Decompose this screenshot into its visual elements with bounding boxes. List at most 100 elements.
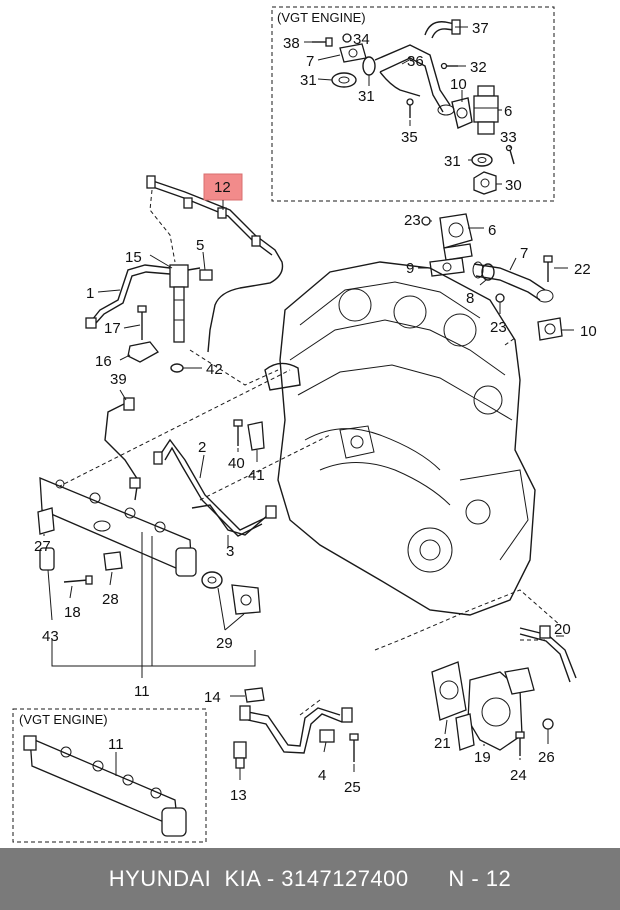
part-26-nut [542, 718, 554, 730]
part-17-bolt [137, 305, 147, 340]
part-39-sensor-harness [104, 397, 141, 501]
callout-5: 5 [196, 237, 204, 254]
callout-29: 29 [216, 635, 233, 652]
callout-7a: 7 [306, 53, 314, 70]
part-19-thermostat-housing [455, 667, 535, 751]
callout-20: 20 [554, 621, 571, 638]
part-30-actuator [473, 171, 497, 195]
part-13-sensor [233, 741, 247, 769]
part-37-elbow-pipe [424, 19, 461, 39]
part-22-bolt [543, 255, 553, 282]
part-40-bolt [233, 419, 243, 446]
engine-block [264, 261, 536, 616]
part-35-bolt [406, 98, 414, 118]
callout-23a: 23 [404, 212, 421, 229]
callout-18: 18 [64, 604, 81, 621]
callout-22: 22 [574, 261, 591, 278]
vgt-box-top-title: (VGT ENGINE) [277, 10, 366, 25]
callout-31a: 31 [300, 72, 317, 89]
callout-11b: 11 [108, 736, 124, 753]
part-10-gasket-a [451, 97, 473, 129]
part-3-return-pipe [191, 504, 277, 536]
part-27-bracket [37, 507, 55, 535]
part-12-wiring-harness [146, 175, 284, 353]
part-43-sensor [39, 547, 55, 571]
leaders-top-box [304, 26, 511, 185]
part-8-ring [481, 263, 495, 281]
vgt-engine-box-top: (VGT ENGINE) [271, 6, 555, 202]
callout-12: 12 [214, 179, 231, 196]
callout-30: 30 [505, 177, 522, 194]
callout-21: 21 [434, 735, 451, 752]
part-20-sensor [519, 625, 577, 683]
part-2-fuel-pipe [153, 438, 266, 537]
callout-31c: 31 [444, 153, 461, 170]
part-7-egr-pipe [472, 261, 554, 303]
callout-14: 14 [204, 689, 221, 706]
callout-13: 13 [230, 787, 247, 804]
part-15-injector [169, 264, 201, 343]
callout-26: 26 [538, 749, 555, 766]
callout-34: 34 [353, 31, 370, 48]
callout-33: 33 [500, 129, 517, 146]
callout-9: 9 [406, 260, 414, 277]
callout-41: 41 [248, 467, 265, 484]
callout-39: 39 [110, 371, 127, 388]
leaders-injector [97, 251, 206, 369]
part-36-egr-pipe [374, 44, 455, 116]
callout-42: 42 [206, 361, 223, 378]
part-29-pressure-valve [201, 571, 261, 615]
part-14-clip [244, 687, 265, 703]
part-9-gasket [429, 257, 465, 277]
part-5-clip [199, 269, 213, 281]
vgt-box-bottom-title: (VGT ENGINE) [19, 712, 108, 727]
callout-19: 19 [474, 749, 491, 766]
part-1-fuel-line [85, 264, 171, 329]
part-38-bolt [312, 37, 333, 47]
part-23-nut-b [495, 293, 505, 303]
part-16-clamp [127, 341, 159, 363]
callout-43: 43 [42, 628, 59, 645]
part-6-egr-valve-b [439, 213, 473, 261]
callout-3: 3 [226, 543, 234, 560]
common-rail [39, 477, 197, 577]
part-28-plate [103, 551, 123, 571]
footer-brand-part-number: HYUNDAI KIA - 3147127400 [108, 866, 409, 891]
parts-diagram: (VGT ENGINE) [12, 6, 597, 843]
guide-lines [51, 337, 561, 716]
callout-25: 25 [344, 779, 361, 796]
callout-36: 36 [407, 53, 424, 70]
callout-31b: 31 [358, 88, 375, 105]
callout-38: 38 [283, 35, 300, 52]
part-10-gasket-b [537, 317, 563, 341]
callout-6a: 6 [504, 103, 512, 120]
callout-28: 28 [102, 591, 119, 608]
part-6-egr-valve-a [473, 85, 499, 135]
callout-32: 32 [470, 59, 487, 76]
part-24-bolt [515, 731, 525, 756]
callout-24: 24 [510, 767, 527, 784]
callout-4: 4 [318, 767, 326, 784]
leaders-left-group [43, 389, 258, 678]
part-25-bolt [349, 733, 359, 762]
callout-6b: 6 [488, 222, 496, 239]
part-31-gasket-a [331, 72, 357, 88]
callout-8: 8 [466, 290, 474, 307]
callout-17: 17 [104, 320, 121, 337]
callout-40: 40 [228, 455, 245, 472]
part-18-bolt [63, 575, 93, 585]
callout-10a: 10 [450, 76, 467, 93]
callout-23b: 23 [490, 319, 507, 336]
callout-35: 35 [401, 129, 418, 146]
callout-15: 15 [125, 249, 142, 266]
leaders-bottom [230, 635, 564, 780]
footer-bar: HYUNDAI KIA - 3147127400 N - 12 [0, 848, 620, 910]
callout-7b: 7 [520, 245, 528, 262]
part-41-bracket [247, 421, 265, 451]
callout-37: 37 [472, 20, 489, 37]
callout-27: 27 [34, 538, 51, 555]
part-4-fuel-line-bottom [239, 705, 353, 754]
callout-2: 2 [198, 439, 206, 456]
egr-group-right [418, 213, 574, 341]
part-33-screw [505, 144, 515, 165]
